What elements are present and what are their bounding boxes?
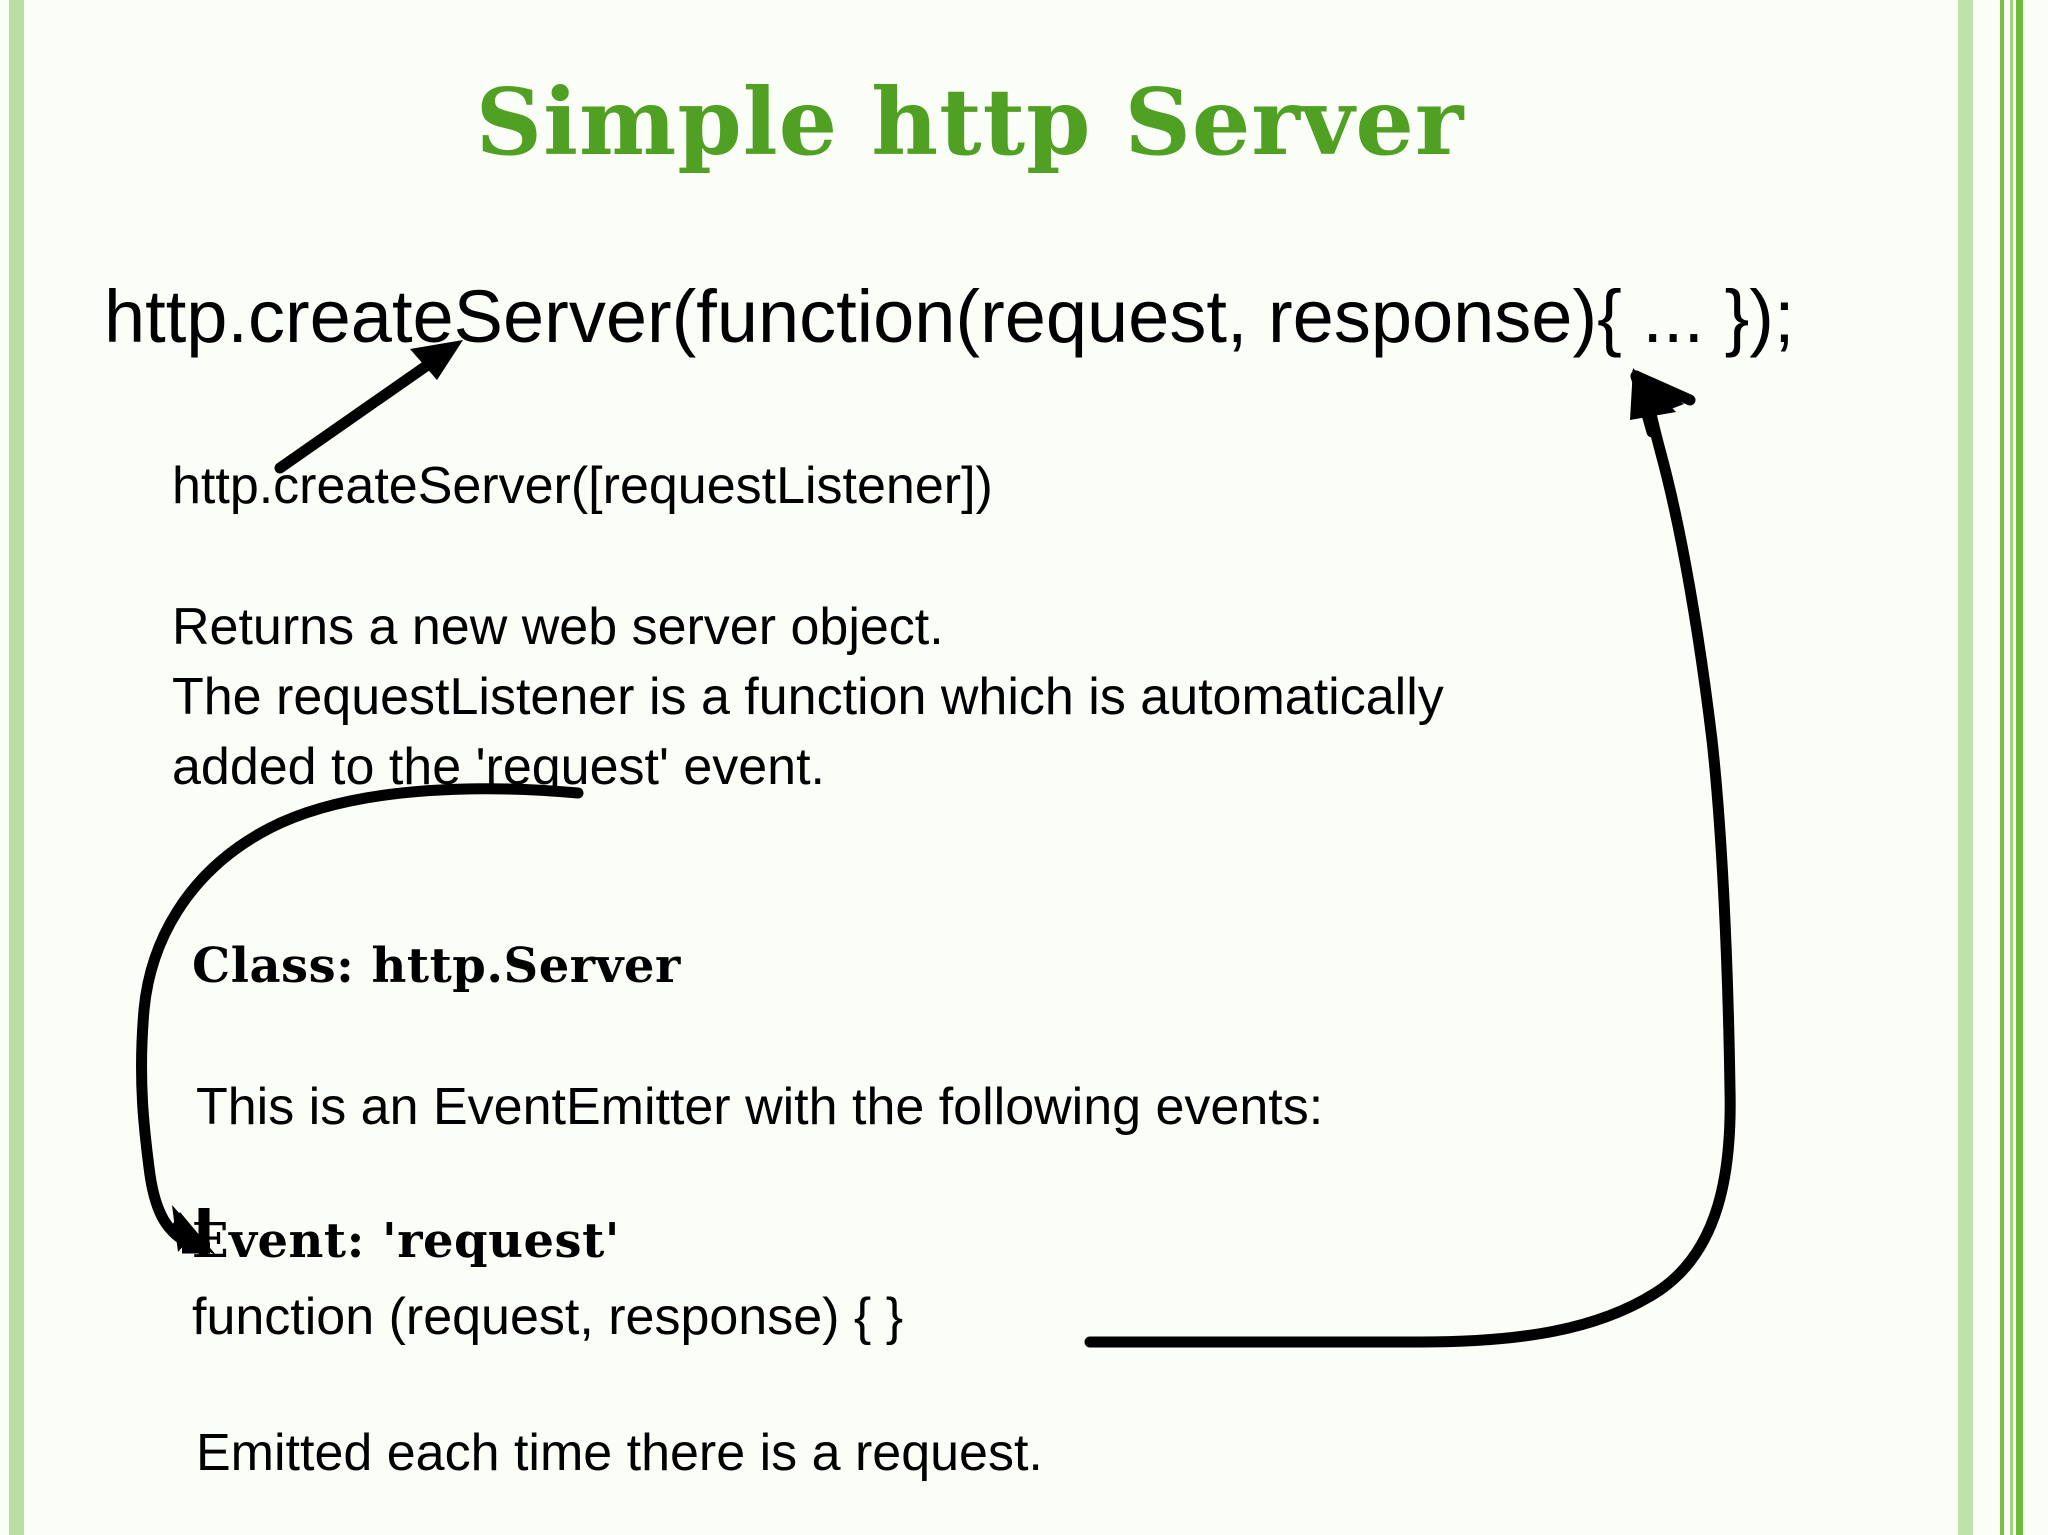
description-line-1: Returns a new web server object.	[172, 598, 944, 656]
decorative-band-right-thick	[1958, 0, 1973, 1535]
class-heading: Class: http.Server	[192, 938, 681, 994]
eventemitter-line: This is an EventEmitter with the followi…	[196, 1078, 1324, 1136]
decorative-band-right-thin-2	[2010, 0, 2013, 1535]
arrow-signature-to-code-icon	[274, 340, 463, 474]
main-code-line: http.createServer(function(request, resp…	[104, 275, 1795, 358]
event-heading: Event: 'request'	[192, 1213, 620, 1269]
description-line-2: The requestListener is a function which …	[172, 668, 1444, 726]
createserver-signature: http.createServer([requestListener])	[172, 457, 993, 515]
decorative-band-right-thin-3	[2016, 0, 2023, 1535]
decorative-band-right-thin-1	[2000, 0, 2004, 1535]
description-line-3: added to the 'request' event.	[172, 738, 825, 796]
emitted-line: Emitted each time there is a request.	[196, 1424, 1043, 1482]
slide-title: Simple http Server	[475, 68, 1465, 176]
arrow-callback-to-code-icon	[1084, 368, 1736, 1348]
event-signature: function (request, response) { }	[192, 1288, 904, 1346]
arrow-request-loop-icon	[136, 783, 584, 1255]
decorative-band-left	[9, 0, 24, 1535]
